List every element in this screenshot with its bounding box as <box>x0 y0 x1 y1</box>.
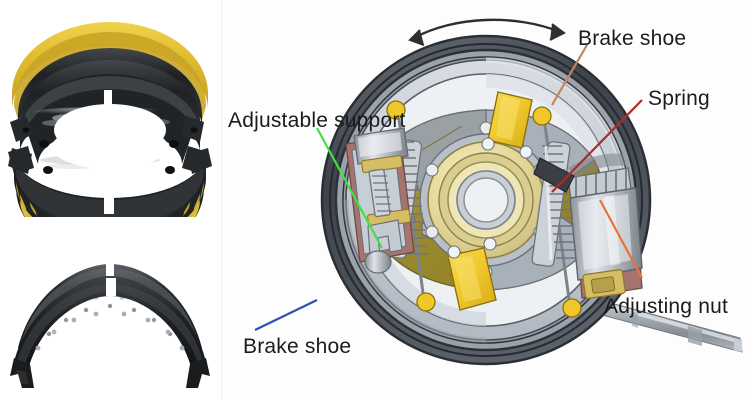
drum-brake-cutaway: Brake shoe Spring Adjustable support Adj… <box>222 0 750 400</box>
panel-divider <box>221 0 222 400</box>
product-photographs <box>0 0 222 400</box>
shoe-front <box>10 278 210 388</box>
label-brake-shoe-top: Brake shoe <box>578 27 687 50</box>
label-adjusting-nut: Adjusting nut <box>604 295 729 318</box>
label-spring: Spring <box>648 87 710 110</box>
label-adjustable-support: Adjustable support <box>228 109 406 132</box>
label-brake-shoe-bottom: Brake shoe <box>243 335 352 358</box>
friction-blocks <box>447 91 533 311</box>
brake-shoe-photo-bottom <box>4 252 214 392</box>
brake-shoe-photo-top <box>4 2 216 217</box>
rotation-arrow <box>408 18 566 46</box>
wheel-hub <box>419 121 553 279</box>
